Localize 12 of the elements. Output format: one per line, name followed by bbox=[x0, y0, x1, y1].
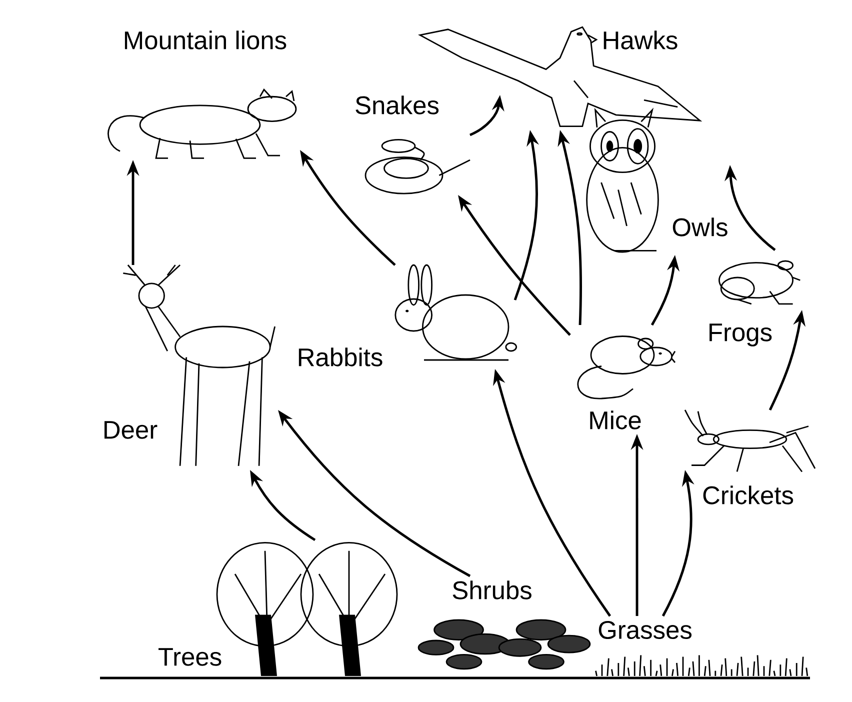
organism-label: Mice bbox=[590, 410, 641, 430]
organism-label: Mountain lions bbox=[124, 30, 286, 50]
organism-label: Owls bbox=[672, 218, 728, 236]
organism-label: Rabbits bbox=[298, 348, 382, 366]
organism-label: Deer bbox=[104, 421, 158, 439]
organism-label: Frogs bbox=[710, 324, 772, 346]
organism-label: Shrubs bbox=[452, 580, 532, 600]
organism-label: Grasses bbox=[598, 620, 692, 640]
organism-label: Crickets bbox=[703, 486, 794, 504]
organism-label: Trees bbox=[158, 648, 222, 666]
organism-label: Snakes bbox=[356, 96, 439, 114]
organism-label: Hawks bbox=[604, 30, 678, 50]
